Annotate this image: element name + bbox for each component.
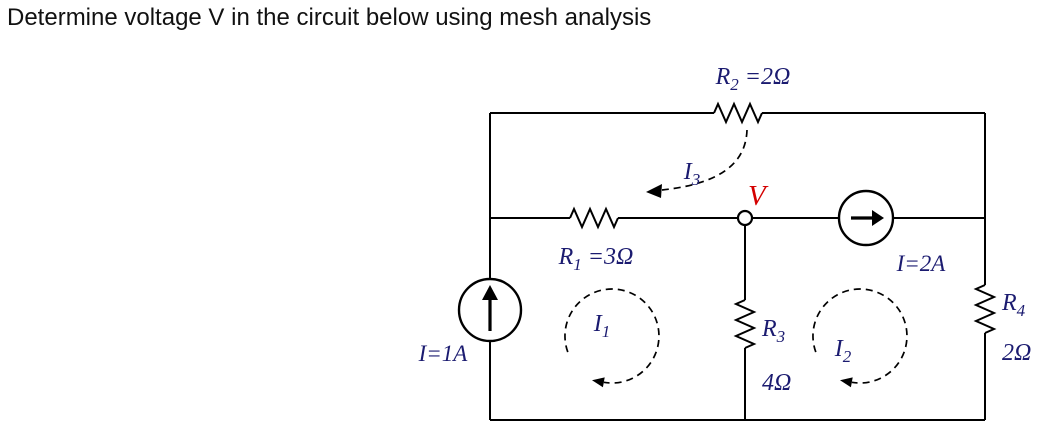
mesh-I2-arrowhead-icon (840, 377, 853, 388)
resistor-R1 (569, 206, 619, 230)
right-arrowhead-icon (872, 210, 884, 226)
mesh-current-I3-arrow (646, 129, 748, 198)
mesh-current-I2-arrow (812, 288, 908, 388)
r2-label: R2 =2Ω (715, 64, 791, 94)
mesh-current-I1-arrow (564, 288, 660, 388)
mesh-I2-path (812, 288, 908, 384)
node-V (736, 209, 754, 227)
i1-label: I1 (593, 311, 611, 341)
mesh-I3-path (661, 129, 748, 191)
up-arrowhead-icon (482, 285, 498, 300)
current-source-left-label: I=1A (418, 341, 469, 366)
r1-label: R1 =3Ω (558, 244, 634, 274)
resistor-R2 (713, 101, 763, 125)
r3-label: R3 (761, 316, 785, 346)
circuit-wires (489, 112, 986, 421)
i2-label: I2 (834, 336, 852, 366)
r4-value-label: 2Ω (1002, 340, 1031, 366)
current-source-left (457, 277, 523, 343)
node-voltage-label: V (748, 180, 769, 212)
resistor-R3 (733, 299, 757, 349)
mesh-I1-arrowhead-icon (592, 377, 605, 388)
r4-label: R4 (1001, 290, 1026, 320)
resistor-R4 (973, 284, 997, 334)
problem-statement: Determine voltage V in the circuit below… (7, 4, 652, 31)
current-source-right (837, 189, 895, 247)
i3-label: I3 (683, 159, 701, 189)
mesh-I1-path (564, 288, 660, 384)
current-source-right-label: I=2A (896, 251, 947, 276)
r3-value-label: 4Ω (762, 370, 791, 396)
mesh-I3-arrowhead-icon (646, 184, 662, 198)
